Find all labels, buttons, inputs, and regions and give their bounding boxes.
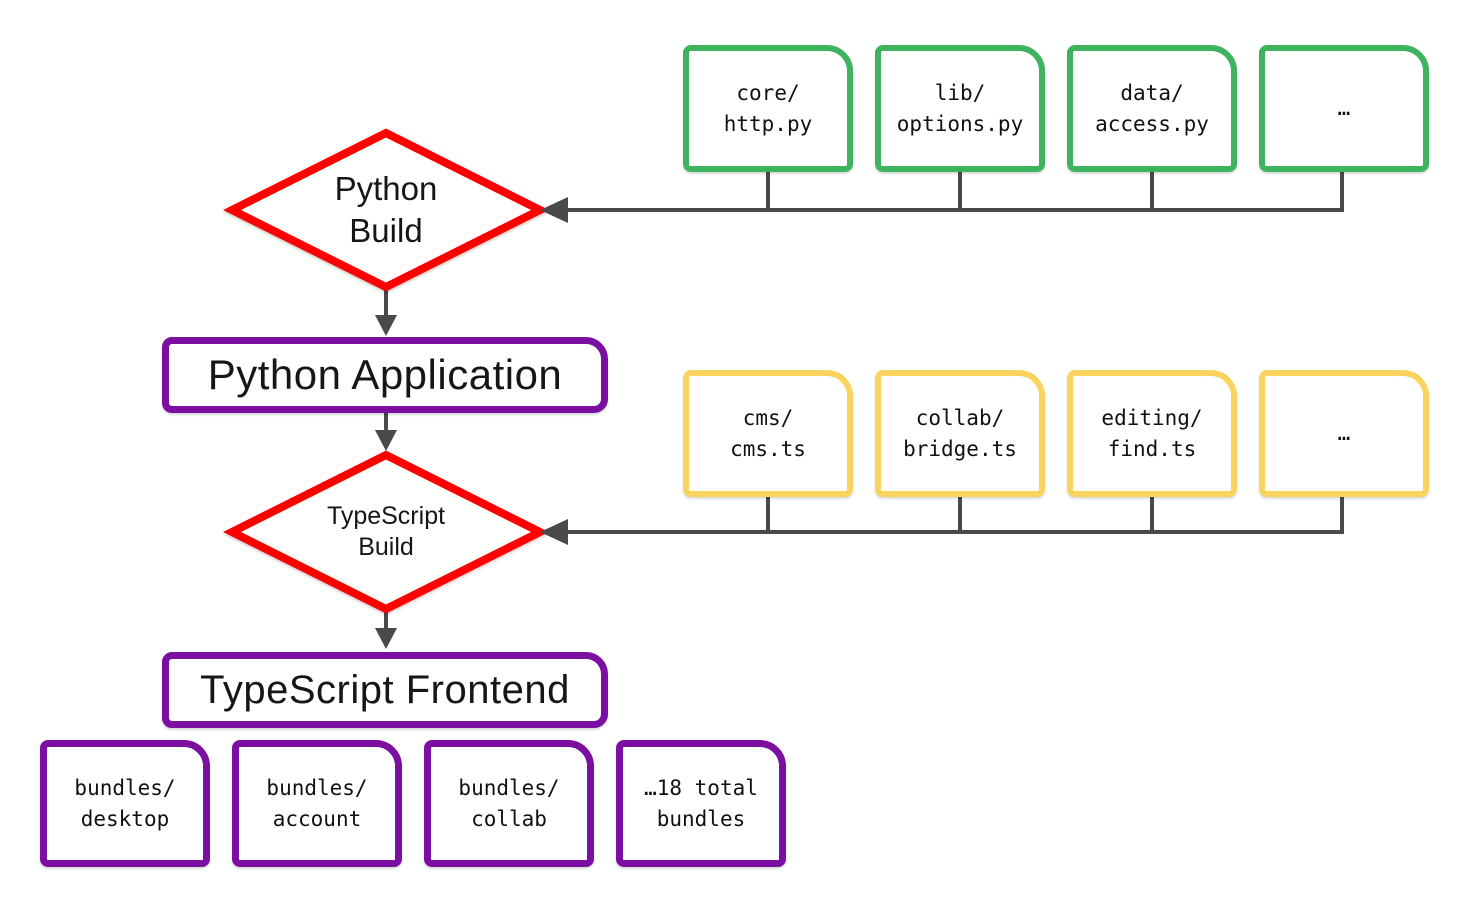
python-file-box-lib-options: lib/ options.py (875, 45, 1045, 172)
diamond-typescript-build (223, 450, 549, 614)
ts-file-box-ellipsis: … (1259, 370, 1429, 497)
file-label-line2: cms.ts (730, 436, 806, 461)
bundle-label-line2: bundles (656, 806, 746, 831)
typescript-build-label-line1: TypeScript (326, 502, 446, 530)
bundle-box-account: bundles/ account (232, 740, 402, 867)
bundle-label-line1: bundles/ (74, 775, 176, 800)
python-build-label-line2: Build (349, 212, 423, 249)
node-typescript-frontend: TypeScript Frontend (162, 652, 608, 728)
python-application-label: Python Application (207, 351, 563, 398)
bundle-label-line1: bundles/ (458, 775, 560, 800)
node-python-application: Python Application (162, 337, 608, 413)
python-build-label-line1: Python (334, 170, 438, 207)
file-label-line1: editing/ (1101, 405, 1203, 430)
arrowhead-into-typescript-build (540, 519, 568, 545)
typescript-frontend-label: TypeScript Frontend (200, 667, 570, 712)
file-label-line1: … (1337, 421, 1351, 445)
file-label-line1: data/ (1120, 80, 1184, 105)
file-label-line2: http.py (723, 111, 813, 136)
typescript-build-label-line2: Build (358, 533, 414, 561)
bundle-label-line2: desktop (80, 806, 170, 831)
bundle-box-desktop: bundles/ desktop (40, 740, 210, 867)
ts-file-box-cms: cms/ cms.ts (683, 370, 853, 497)
typescript-build-label: TypeScript Build (266, 501, 506, 563)
ts-file-box-collab-bridge: collab/ bridge.ts (875, 370, 1045, 497)
arrowhead-into-typescript-frontend (375, 628, 397, 649)
diamond-python-build (223, 128, 549, 292)
bundle-label-line1: …18 total (644, 775, 758, 800)
python-build-label: Python Build (266, 168, 506, 252)
file-label-line2: bridge.ts (903, 436, 1017, 461)
file-label-line1: cms/ (742, 405, 794, 430)
bundle-label-line2: account (272, 806, 362, 831)
bundle-box-total: …18 total bundles (616, 740, 786, 867)
bundle-label-line1: bundles/ (266, 775, 368, 800)
file-label-line2: find.ts (1107, 436, 1197, 461)
file-label-line1: collab/ (915, 405, 1005, 430)
bundle-label-line2: collab (471, 806, 547, 831)
arrowhead-into-typescript-build-top (375, 430, 397, 451)
python-file-box-core-http: core/ http.py (683, 45, 853, 172)
python-sources-connector (568, 172, 1344, 212)
python-file-box-ellipsis: … (1259, 45, 1429, 172)
python-file-box-data-access: data/ access.py (1067, 45, 1237, 172)
arrowhead-into-python-application (375, 315, 397, 336)
file-label-line2: options.py (896, 111, 1024, 136)
file-label-line2: access.py (1095, 111, 1209, 136)
ts-file-box-editing-find: editing/ find.ts (1067, 370, 1237, 497)
arrowhead-into-python-build (540, 197, 568, 223)
file-label-line1: core/ (736, 80, 800, 105)
file-label-line1: … (1337, 96, 1351, 120)
file-label-line1: lib/ (934, 80, 986, 105)
typescript-sources-connector (568, 497, 1344, 534)
bundle-box-collab: bundles/ collab (424, 740, 594, 867)
